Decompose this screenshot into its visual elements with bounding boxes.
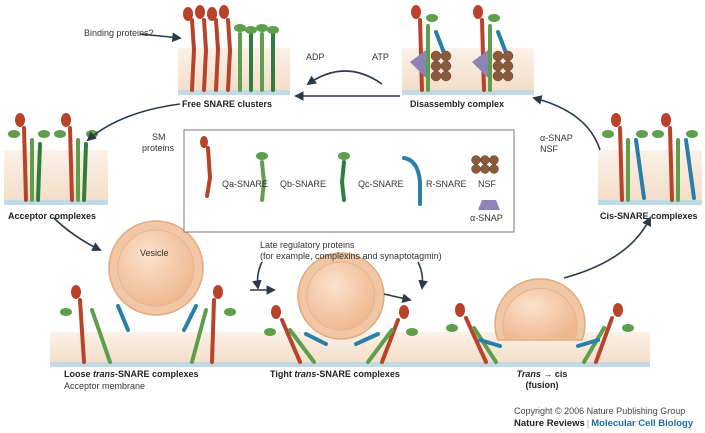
adp-label: ADP: [306, 52, 325, 62]
legend-qa-label: Qa-SNARE: [222, 179, 269, 189]
legend-r-glyph: [402, 156, 422, 206]
legend-box: [183, 129, 515, 233]
legend-alpha-snap-glyph: [478, 200, 500, 210]
alpha-snap-nsf-label: α-SNAP NSF: [540, 133, 573, 155]
tight-prefix: Tight: [270, 369, 295, 379]
late-regulatory-line2: (for example, complexins and synaptotagm…: [260, 251, 442, 261]
cis-snare-complexes-label: Cis-SNARE complexes: [600, 211, 698, 221]
snare-cluster-tight: [264, 305, 418, 364]
legend-nsf-label: NSF: [478, 179, 496, 189]
sm-proteins-line1: SM: [152, 132, 166, 142]
free-snare-clusters-label: Free SNARE clusters: [182, 99, 273, 109]
tight-suffix: -SNARE complexes: [316, 369, 400, 379]
binding-proteins-label: Binding proteins?: [84, 28, 154, 38]
sm-proteins-line2: proteins: [142, 143, 175, 153]
late-regulatory-label: Late regulatory proteins (for example, c…: [260, 240, 442, 262]
tight-trans-snare-label: Tight trans-SNARE complexes: [270, 369, 400, 379]
snare-cluster-fusion: [446, 303, 634, 364]
loose-italic: trans: [93, 369, 116, 379]
trans-italic: Trans: [516, 369, 541, 379]
trans-to-cis-label: Trans → cis (fusion): [512, 369, 572, 391]
loose-prefix: Loose: [64, 369, 94, 379]
snare-cluster-loose: [60, 285, 236, 364]
snare-cluster-disassembly: [410, 5, 514, 92]
atp-label: ATP: [372, 52, 389, 62]
vesicle-fusion: [494, 278, 586, 341]
publisher-credit: Nature Reviews|Molecular Cell Biology: [514, 418, 693, 429]
legend-glyphs: [200, 136, 500, 210]
membrane-acceptor: [4, 150, 108, 205]
acceptor-complexes-label: Acceptor complexes: [8, 211, 97, 221]
legend-qb-label: Qb-SNARE: [280, 179, 327, 189]
snare-cluster-acceptor: [8, 113, 98, 202]
fusion-label: (fusion): [525, 380, 559, 390]
alpha-snap-nsf-line1: α-SNAP: [540, 133, 573, 143]
acceptor-membrane-label: Acceptor membrane: [64, 381, 146, 391]
alpha-snap-nsf-line2: NSF: [540, 144, 558, 154]
legend-qb-glyph: [260, 160, 267, 202]
legend-r-label: R-SNARE: [426, 179, 467, 189]
vesicle-label: Vesicle: [140, 248, 169, 258]
loose-trans-snare-label: Loose trans-SNARE complexes: [64, 369, 199, 379]
legend-qc-label: Qc-SNARE: [358, 179, 404, 189]
trans-arrow: → cis: [540, 369, 568, 379]
tight-italic: trans: [294, 369, 317, 379]
legend-qc-glyph: [339, 160, 346, 202]
late-regulatory-line1: Late regulatory proteins: [260, 240, 355, 250]
membrane-cis: [598, 150, 702, 205]
copyright-notice: Copyright © 2006 Nature Publishing Group: [514, 406, 686, 416]
snare-cluster-free: [183, 5, 279, 92]
sm-proteins-label: SM proteins: [142, 132, 174, 154]
disassembly-complex-label: Disassembly complex: [410, 99, 505, 109]
legend-qa-glyph: [205, 146, 213, 198]
loose-suffix: -SNARE complexes: [115, 369, 199, 379]
snare-cluster-cis: [602, 113, 698, 202]
publisher-right: Molecular Cell Biology: [591, 418, 694, 429]
publisher-left: Nature Reviews: [514, 418, 585, 429]
legend-alpha-snap-label: α-SNAP: [470, 213, 503, 223]
publisher-separator: |: [586, 418, 590, 429]
legend-nsf-glyph: [471, 155, 499, 174]
cycle-arrows: [53, 32, 652, 303]
